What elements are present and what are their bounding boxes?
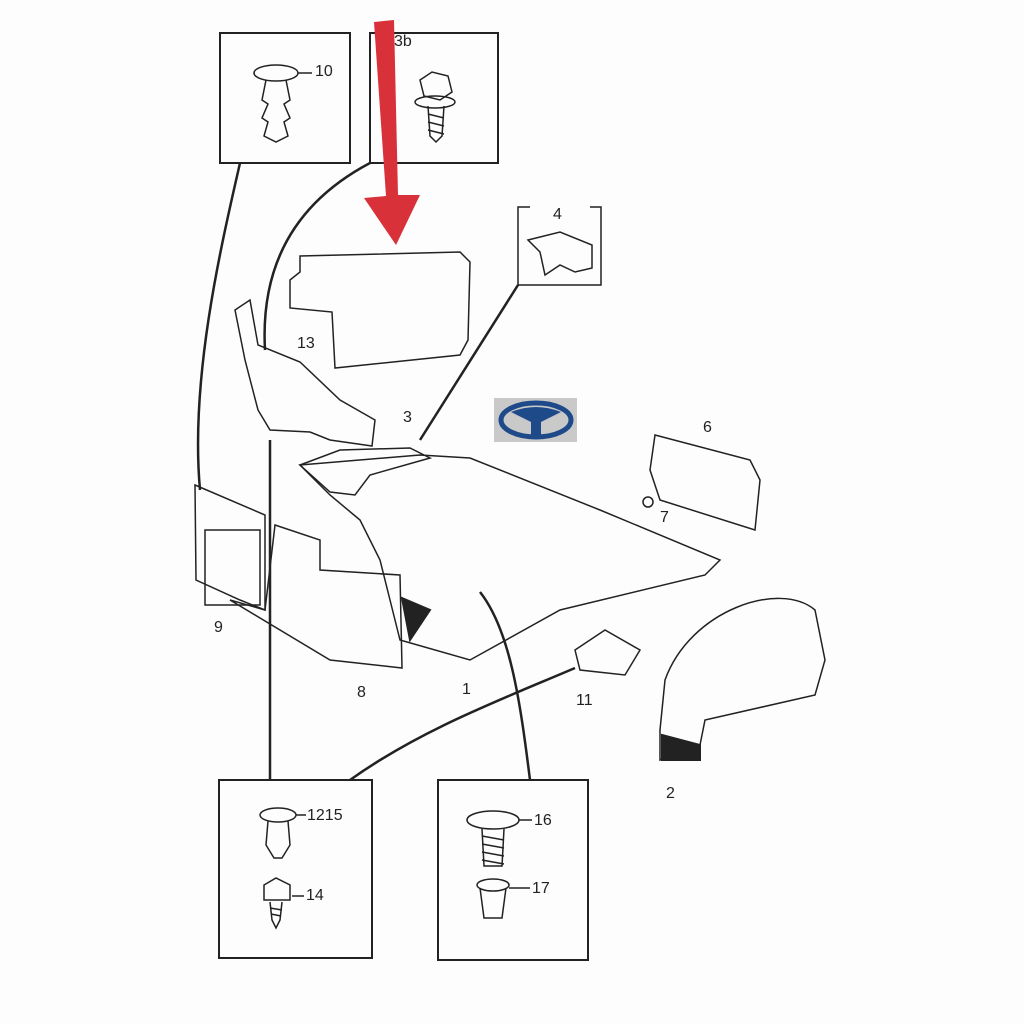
side-panel-8 bbox=[229, 523, 403, 669]
bolt-3b bbox=[414, 71, 456, 144]
inset-box-10 bbox=[219, 32, 351, 164]
screw-7 bbox=[642, 496, 654, 508]
label-3: 3 bbox=[403, 409, 412, 426]
wheel-housing-2 bbox=[659, 597, 826, 762]
label-12-15: 1215 bbox=[307, 807, 343, 824]
label-6: 6 bbox=[703, 419, 712, 436]
logo-emblem-icon bbox=[498, 400, 573, 440]
bracket-13 bbox=[234, 298, 376, 447]
label-4: 4 bbox=[553, 206, 562, 223]
label-17: 17 bbox=[532, 880, 550, 897]
inset-box-3b bbox=[369, 32, 499, 164]
inset-box-12-15-14 bbox=[218, 779, 373, 959]
screw-14 bbox=[263, 877, 304, 930]
label-3b: 3b bbox=[394, 33, 412, 50]
floor-mat-1 bbox=[298, 454, 722, 661]
panel-8-shadow bbox=[400, 596, 432, 643]
push-clip-10 bbox=[253, 64, 312, 143]
label-8: 8 bbox=[357, 684, 366, 701]
panel-3 bbox=[298, 447, 433, 496]
leader-lines bbox=[196, 161, 576, 782]
label-14: 14 bbox=[306, 887, 324, 904]
panel-9-window bbox=[204, 529, 261, 606]
cover-6 bbox=[649, 434, 761, 531]
panel-top bbox=[289, 251, 471, 369]
label-9: 9 bbox=[214, 619, 223, 636]
label-7: 7 bbox=[660, 509, 669, 526]
inset-box-4 bbox=[517, 206, 602, 286]
brand-logo bbox=[494, 398, 577, 442]
clip-16 bbox=[466, 810, 532, 867]
clip-4 bbox=[526, 231, 593, 277]
wheel-housing-shadow bbox=[661, 733, 701, 761]
label-11: 11 bbox=[576, 692, 593, 709]
bracket-11 bbox=[574, 629, 642, 676]
label-2: 2 bbox=[666, 785, 675, 802]
label-16: 16 bbox=[534, 812, 552, 829]
label-13: 13 bbox=[297, 335, 315, 352]
red-arrow-indicator bbox=[364, 20, 420, 245]
inset-box-16-17 bbox=[437, 779, 589, 961]
label-10: 10 bbox=[315, 63, 333, 80]
label-1: 1 bbox=[462, 681, 471, 698]
nut-17 bbox=[476, 878, 530, 919]
push-clip-12 bbox=[259, 807, 306, 859]
